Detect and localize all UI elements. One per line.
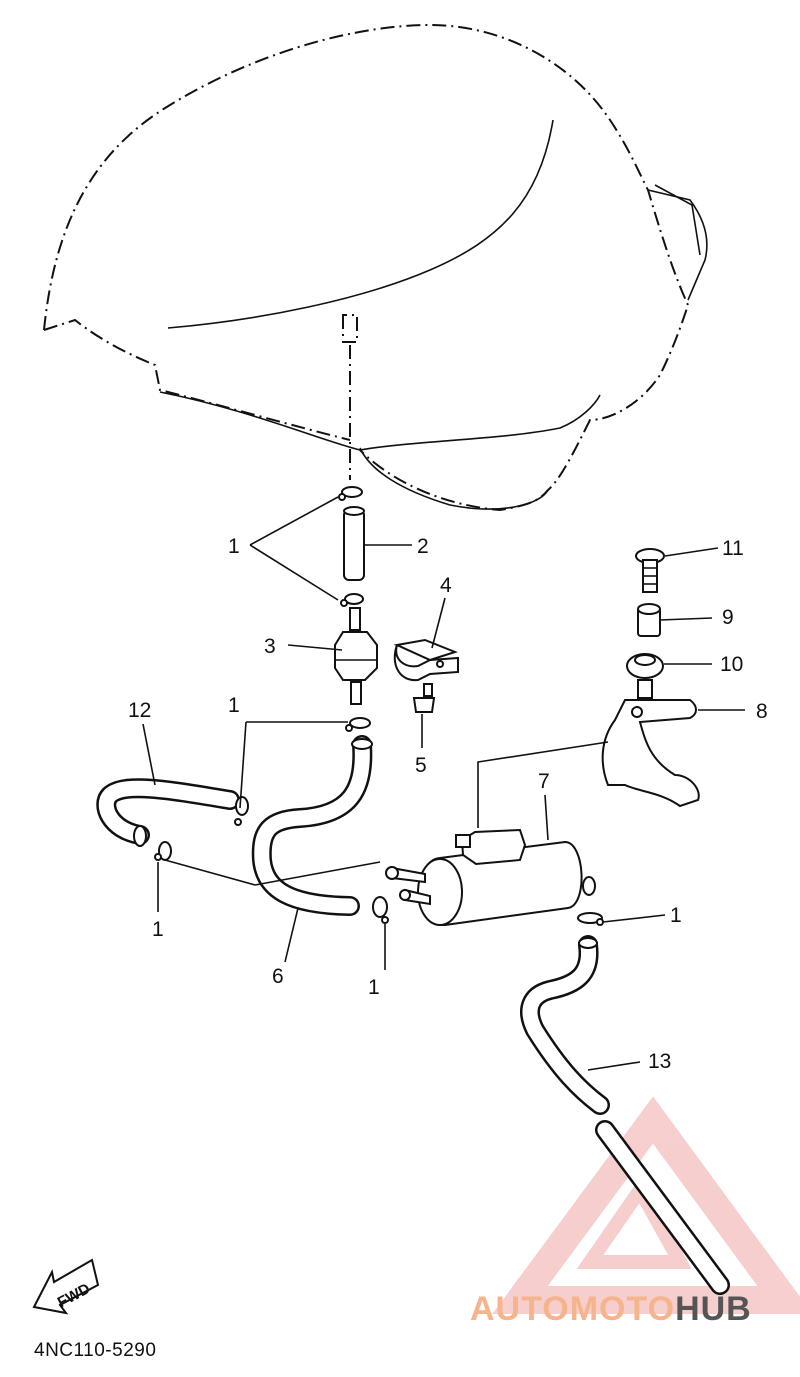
callout-3: 3	[264, 635, 276, 658]
fuel-hose-2	[343, 506, 365, 581]
callout-1-mid: 1	[228, 694, 240, 717]
callout-10: 10	[720, 653, 743, 676]
fuel-hose-13	[520, 935, 730, 1295]
clip-mid	[345, 717, 371, 732]
callout-5: 5	[415, 754, 427, 777]
fwd-arrow: FWD	[32, 1258, 100, 1315]
screw-5	[412, 683, 436, 713]
callout-6: 6	[272, 965, 284, 988]
collar-9	[637, 603, 661, 637]
screw-11	[635, 548, 665, 593]
callout-1-bottom: 1	[368, 976, 380, 999]
callout-11: 11	[722, 537, 744, 560]
canister-7	[385, 828, 596, 927]
callout-1-top: 1	[228, 535, 240, 558]
callout-8: 8	[756, 700, 768, 723]
callout-4: 4	[440, 574, 452, 597]
callout-12: 12	[128, 699, 151, 722]
part-code: 4NC110-5290	[34, 1340, 157, 1361]
callout-2: 2	[417, 535, 429, 558]
fuel-hose-12	[96, 778, 240, 847]
clip-bottom	[372, 896, 389, 924]
watermark-logo	[492, 1096, 800, 1314]
callout-7: 7	[538, 770, 550, 793]
clip-12-end	[234, 796, 249, 826]
clip-top-lower	[340, 593, 364, 607]
watermark-text: AUTOMOTOHUB	[470, 1290, 752, 1329]
watermark-text-a: AUTOMOTO	[470, 1290, 676, 1328]
clip-left	[154, 841, 172, 861]
clip-right	[577, 912, 604, 926]
leader-lines	[142, 496, 745, 1071]
clamp-4	[393, 638, 459, 682]
callout-1-right: 1	[670, 904, 682, 927]
bracket-8	[601, 699, 700, 808]
fuel-hose-6	[251, 735, 373, 916]
callout-9: 9	[722, 606, 734, 629]
callouts: 1 2 3 4 5 1 12 1 6 1 7 8 11 9 10 1 13	[128, 535, 768, 1073]
grommet-10	[626, 653, 664, 699]
callout-1-left: 1	[152, 918, 164, 941]
watermark-text-b: HUB	[675, 1290, 752, 1328]
assembly-lines	[164, 741, 609, 886]
clip-top-upper	[338, 486, 363, 501]
fuel-tank	[43, 23, 708, 512]
fuel-filter-3	[334, 607, 378, 705]
callout-13: 13	[648, 1050, 671, 1073]
